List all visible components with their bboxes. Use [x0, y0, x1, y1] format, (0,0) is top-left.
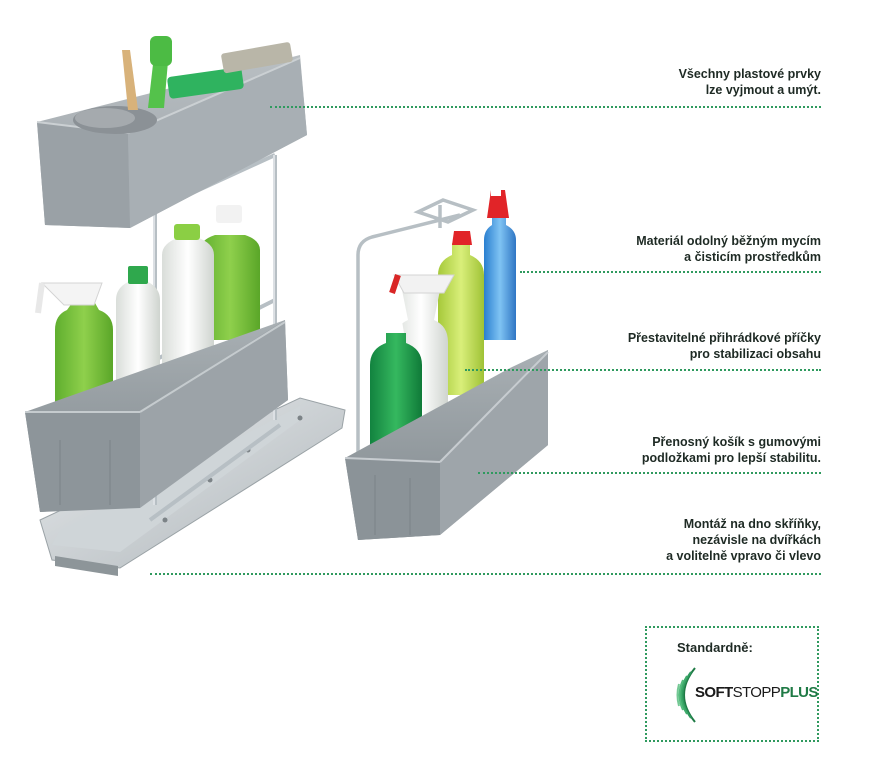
callout-portable-basket: Přenosný košík s gumovými podložkami pro… — [642, 434, 821, 466]
logo-stopp: STOPP — [732, 684, 781, 701]
logo-wordmark: SOFTSTOPPPLUS — [695, 684, 818, 701]
callout-line: lze vyjmout a umýt. — [705, 83, 821, 97]
pullout-cleaning-unit — [25, 36, 346, 576]
callout-line: nezávisle na dvířkách — [692, 533, 821, 547]
logo-soft: SOFT — [695, 684, 733, 701]
leader-line — [478, 472, 821, 474]
callout-line: pro stabilizaci obsahu — [689, 347, 821, 361]
callout-line: Přestavitelné přihrádkové příčky — [627, 331, 821, 345]
softstopp-plus-logo: SOFTSTOPPPLUS — [665, 664, 818, 726]
soft-close-waves-icon — [676, 667, 696, 723]
callout-line: a volitelně vpravo či vlevo — [666, 549, 821, 563]
callout-line: Materiál odolný běžným mycím — [636, 234, 821, 248]
logo-plus: PLUS — [780, 684, 818, 701]
leader-line — [465, 369, 821, 371]
callout-line: Všechny plastové prvky — [678, 67, 821, 81]
callout-line: Přenosný košík s gumovými — [652, 435, 821, 449]
callout-mounting: Montáž na dno skříňky, nezávisle na dvíř… — [666, 516, 821, 564]
callout-adjustable-dividers: Přestavitelné přihrádkové příčky pro sta… — [628, 330, 821, 362]
leader-line — [520, 271, 821, 273]
callout-removable-parts: Všechny plastové prvky lze vyjmout a umý… — [679, 66, 821, 98]
badge-title: Standardně: — [677, 640, 753, 655]
leader-line — [270, 106, 821, 108]
portable-basket — [344, 188, 549, 540]
callout-resistant-material: Materiál odolný běžným mycím a čisticím … — [636, 233, 821, 265]
standard-feature-badge: Standardně: SOFTSTOPPPLUS — [645, 626, 819, 742]
leader-line — [150, 573, 821, 575]
callout-line: podložkami pro lepší stabilitu. — [641, 451, 821, 465]
callout-line: a čisticím prostředkům — [684, 250, 821, 264]
callout-line: Montáž na dno skříňky, — [683, 517, 821, 531]
